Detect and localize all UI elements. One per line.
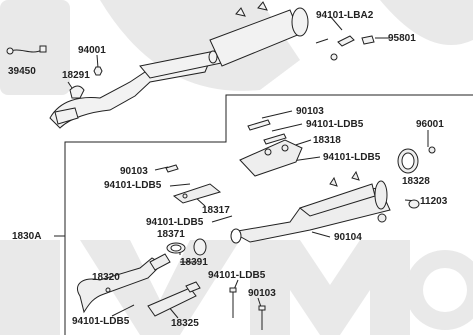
muffler-assembly <box>230 170 391 244</box>
label-11203: 11203 <box>420 196 448 207</box>
label-18391: 18391 <box>180 257 208 268</box>
label-94101-ldb5-lower: 94101-LDB5 <box>208 270 266 281</box>
label-94101-ldb5-top: 94101-LDB5 <box>306 119 364 130</box>
oxygen-sensor <box>6 45 47 55</box>
shield-18325 <box>147 281 201 317</box>
lower-pipe-18320 <box>77 253 171 314</box>
label-18320: 18320 <box>92 272 120 283</box>
label-18317: 18317 <box>202 205 230 216</box>
label-90103-top: 90103 <box>296 106 324 117</box>
label-94101-ldb5-left: 94101-LDB5 <box>104 180 162 191</box>
label-94101-ldb5-bottom: 94101-LDB5 <box>72 316 130 327</box>
label-90103-bottom: 90103 <box>248 288 276 299</box>
bracket-18317 <box>172 183 222 204</box>
frame-outline <box>64 94 473 335</box>
label-94101-ldb5-mid: 94101-LDB5 <box>323 152 381 163</box>
label-94001: 94001 <box>78 45 106 56</box>
label-95801: 95801 <box>388 33 416 44</box>
label-18328: 18328 <box>402 176 430 187</box>
label-90104: 90104 <box>334 232 362 243</box>
label-18318: 18318 <box>313 135 341 146</box>
label-39450: 39450 <box>8 66 36 77</box>
clamp-18371 <box>166 238 207 256</box>
gasket-18328 <box>397 146 436 174</box>
heat-shield-18318 <box>239 139 303 177</box>
upper-exhaust-pipe <box>49 1 309 129</box>
label-1830a: 1830A <box>12 231 42 242</box>
label-96001: 96001 <box>416 119 444 130</box>
label-18371: 18371 <box>157 229 185 240</box>
label-94101-lba2: 94101-LBA2 <box>316 10 374 21</box>
label-18325: 18325 <box>171 318 199 329</box>
label-94101-ldb5-center: 94101-LDB5 <box>146 217 204 228</box>
label-90103-mid: 90103 <box>120 166 148 177</box>
label-18291: 18291 <box>62 70 90 81</box>
